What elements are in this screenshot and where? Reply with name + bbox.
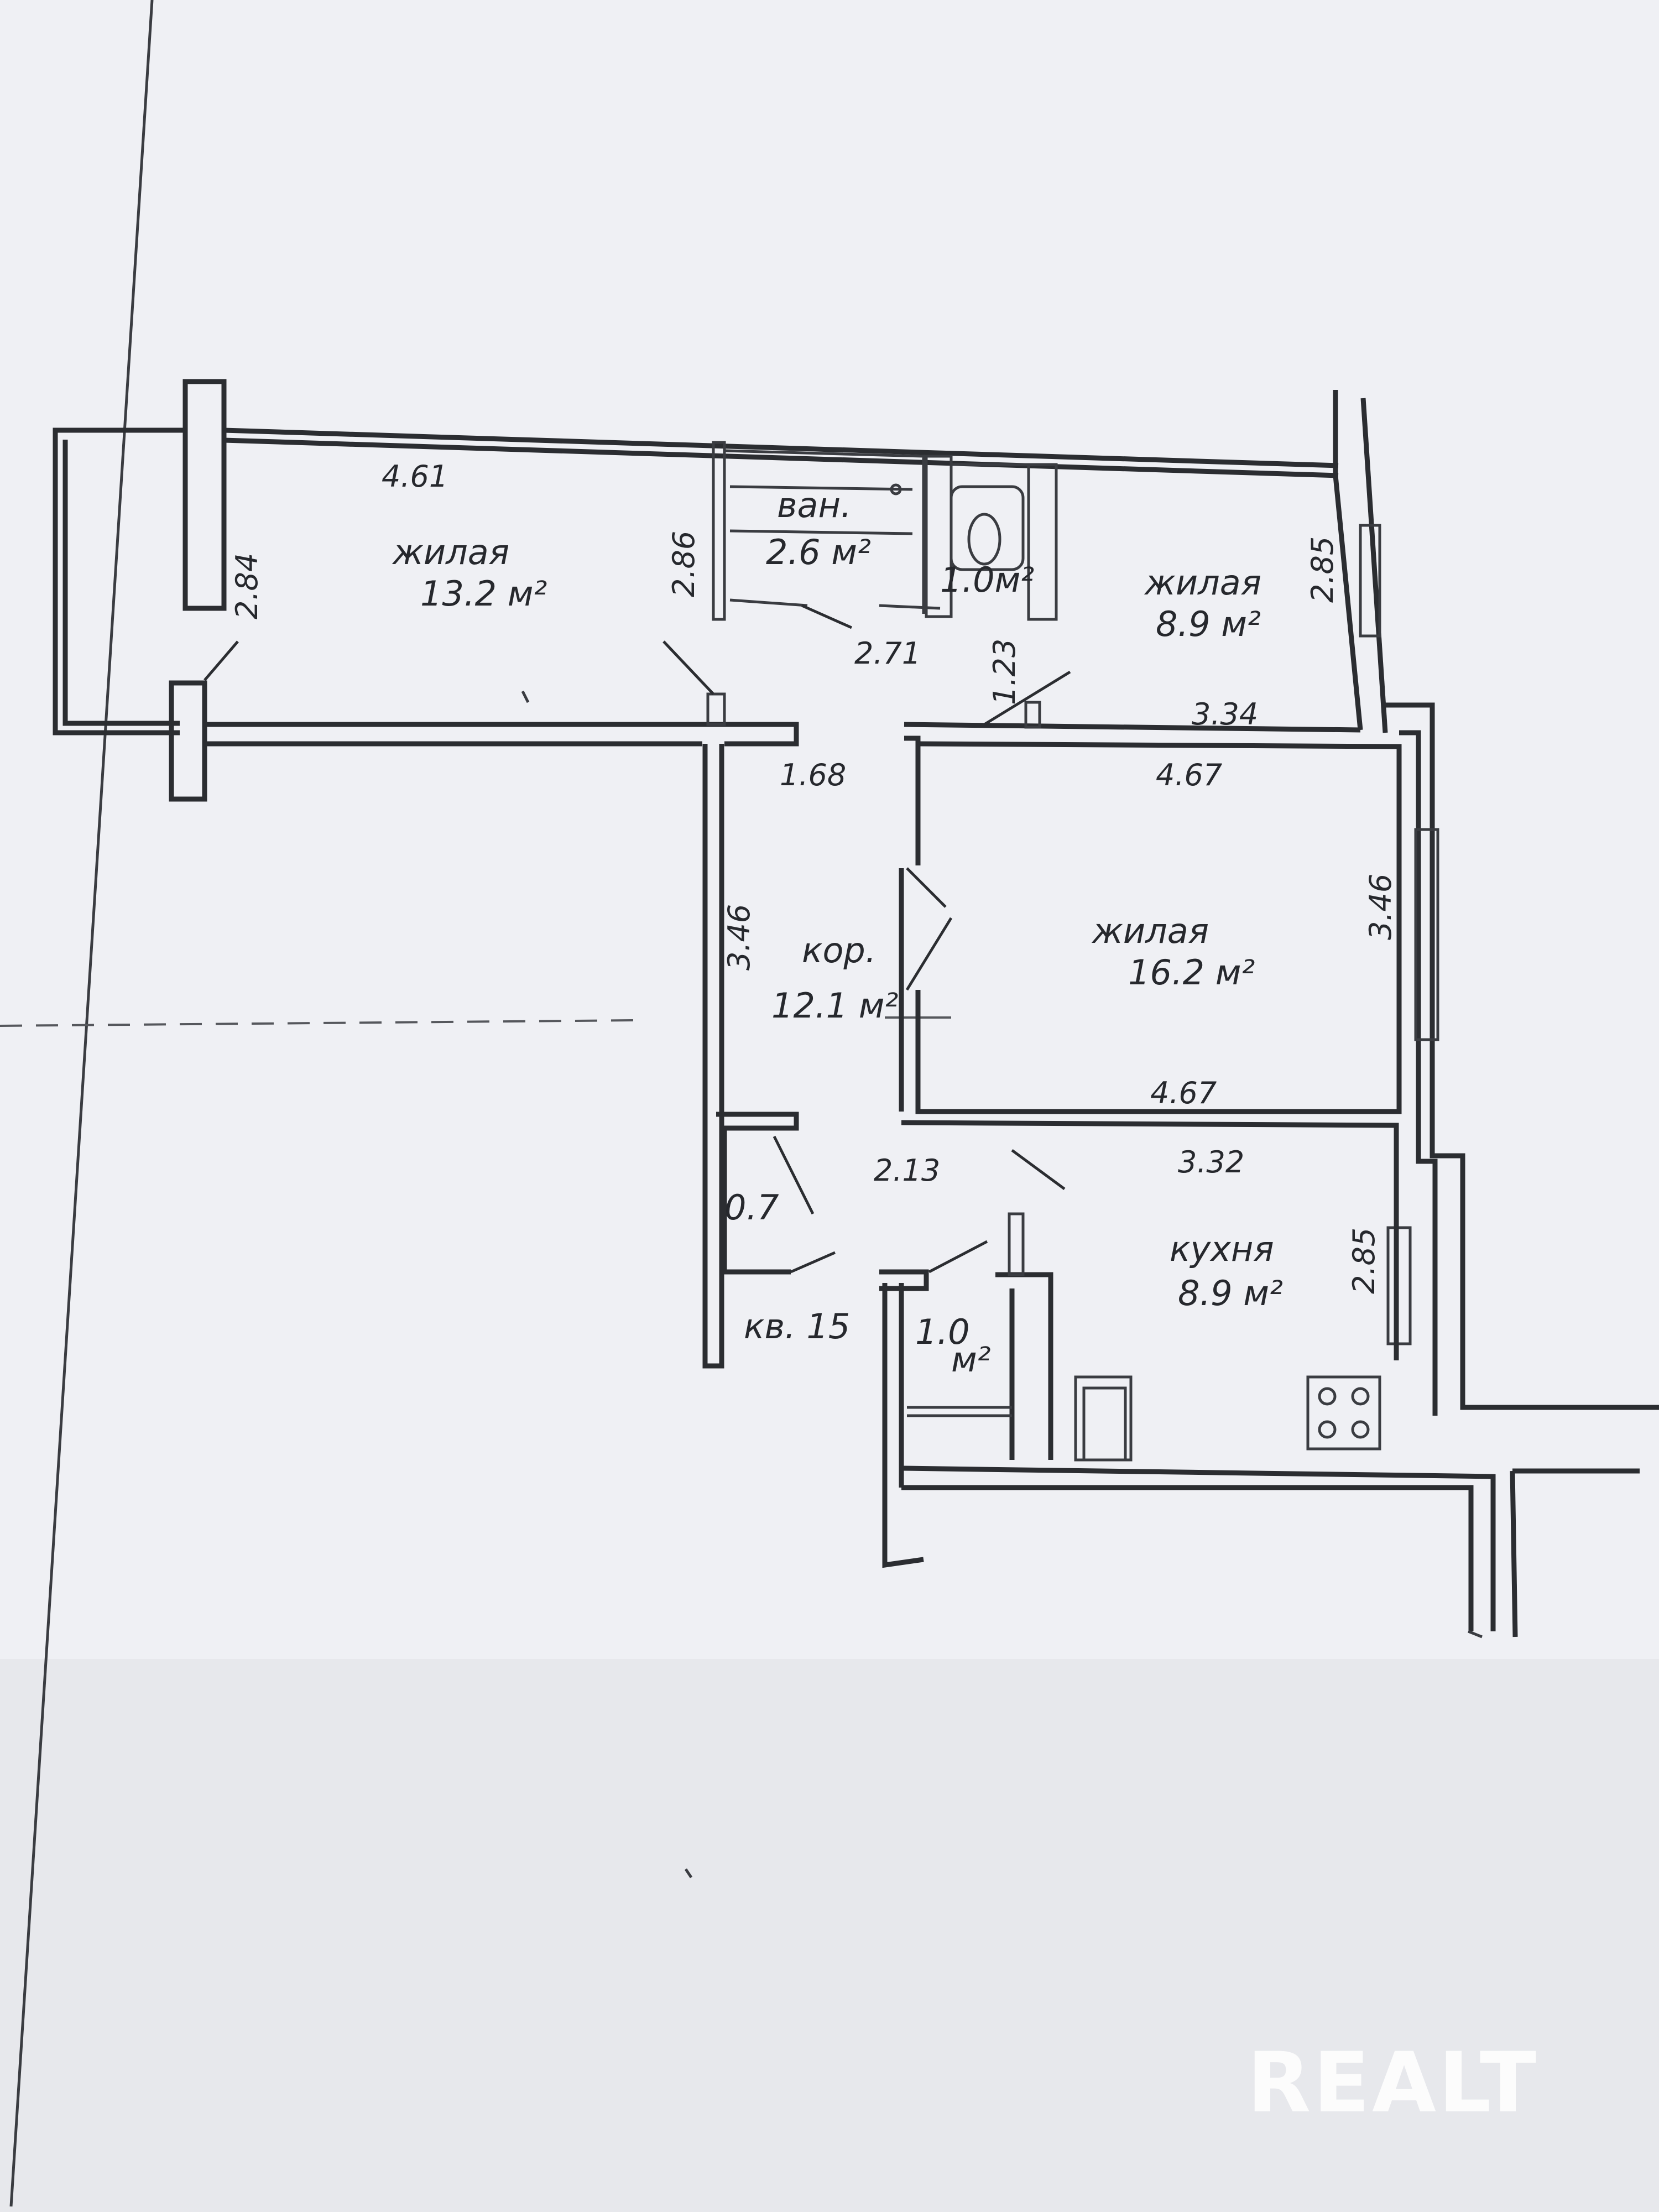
room-pantry: 1.0 м² xyxy=(915,1312,991,1380)
room-kitchen: кухня 8.9 м² xyxy=(1170,1229,1283,1313)
room-area: 13.2 м² xyxy=(420,573,547,614)
dim-label: 3.34 xyxy=(1192,697,1258,732)
room-bath: ван. 2.6 м² xyxy=(766,485,871,572)
dim-label: 2.13 xyxy=(874,1153,940,1188)
dim-label: 3.46 xyxy=(722,904,757,971)
dim-label: 4.67 xyxy=(1156,758,1222,792)
stray-marks xyxy=(521,690,1483,1879)
doors xyxy=(204,604,1071,1274)
room-name: жилая xyxy=(1091,911,1209,951)
dim-label: 4.67 xyxy=(1150,1076,1217,1110)
room-area: 12.1 м² xyxy=(771,985,898,1026)
room-area: 0.7 xyxy=(724,1187,779,1228)
dim-label: 2.71 xyxy=(854,636,921,671)
room-living-top-right: жилая 8.9 м² xyxy=(1144,562,1261,644)
room-corridor: кор. 12.1 м² xyxy=(771,930,898,1026)
room-area: 16.2 м² xyxy=(1128,952,1255,993)
dim-label: 1.68 xyxy=(780,758,846,792)
room-area: 2.6 м² xyxy=(766,532,871,572)
fixtures xyxy=(890,483,1381,1462)
room-closet-small: 0.7 xyxy=(724,1187,779,1228)
dim-label: 2.84 xyxy=(229,553,264,619)
dimensions: 4.61 2.84 2.86 2.71 1.23 2.85 3.34 1.68 … xyxy=(229,459,1398,1294)
dim-label: 2.85 xyxy=(1305,536,1340,603)
room-area: 1.0 xyxy=(915,1312,970,1352)
room-name: жилая xyxy=(392,532,509,572)
dim-label: 3.32 xyxy=(1178,1145,1244,1180)
room-area: 8.9 м² xyxy=(1156,604,1261,644)
room-wc: 1.0м² xyxy=(940,560,1034,600)
dim-label: 3.46 xyxy=(1363,874,1398,940)
room-name: ван. xyxy=(777,485,852,525)
apartment-number-label: кв. 15 xyxy=(744,1306,850,1347)
room-area-unit: м² xyxy=(951,1339,991,1380)
dim-label: 2.86 xyxy=(666,531,701,597)
room-name: кухня xyxy=(1170,1229,1274,1269)
room-area: 1.0м² xyxy=(940,560,1034,600)
exterior-walls xyxy=(53,379,1659,1637)
room-area: 8.9 м² xyxy=(1178,1273,1283,1313)
dim-label: 4.61 xyxy=(382,459,448,494)
room-name: кор. xyxy=(802,930,876,971)
room-name: жилая xyxy=(1144,562,1261,603)
paper-shadow xyxy=(0,1659,1659,2212)
stove-icon xyxy=(1306,1375,1381,1451)
room-living-left: жилая 13.2 м² xyxy=(392,532,547,614)
dim-label: 1.23 xyxy=(987,639,1022,705)
room-living-middle: жилая 16.2 м² xyxy=(1091,911,1255,993)
realt-watermark-logo: REALT xyxy=(1247,2035,1539,2131)
dim-label: 2.85 xyxy=(1347,1228,1381,1294)
toilet-icon xyxy=(950,485,1025,571)
